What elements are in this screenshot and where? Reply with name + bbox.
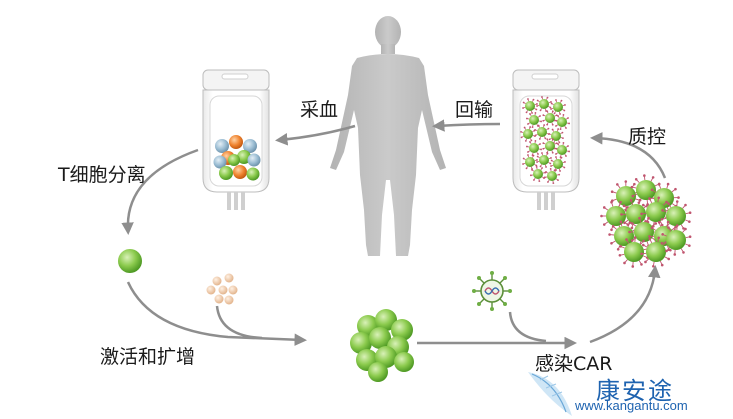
label-activation-expansion: 激活和扩增 bbox=[100, 346, 196, 368]
arrow-to-qc bbox=[589, 265, 661, 344]
kangantu-logo-icon bbox=[528, 372, 572, 416]
arrow-virus-merge bbox=[508, 311, 547, 343]
car-t-cell-icon bbox=[542, 110, 558, 126]
arrow-collect bbox=[275, 124, 356, 146]
label-car-transduction: 感染CAR bbox=[535, 353, 613, 375]
car-t-cell-icon bbox=[522, 98, 538, 114]
human-body-icon bbox=[330, 16, 446, 256]
watermark-brand: 康安途 bbox=[596, 377, 674, 405]
car-t-cell-icon bbox=[553, 141, 571, 159]
expanded-t-cell-cluster-icon bbox=[350, 309, 414, 382]
arrow-activate bbox=[126, 281, 307, 346]
arrow-separate bbox=[121, 148, 199, 235]
car-t-cell-icon bbox=[534, 124, 550, 140]
car-t-cell-icon bbox=[536, 96, 552, 112]
label-quality-control: 质控 bbox=[628, 126, 667, 148]
label-infusion: 回输 bbox=[455, 99, 494, 121]
viral-vector-icon bbox=[472, 271, 512, 311]
arrow-qc-to-bag bbox=[590, 132, 667, 179]
car-t-cell-icon bbox=[553, 113, 571, 131]
car-t-cell-icon bbox=[543, 167, 561, 185]
car-t-cluster-icon bbox=[600, 174, 692, 268]
car-t-cell-icon bbox=[529, 165, 547, 183]
label-collect-blood: 采血 bbox=[300, 99, 339, 121]
label-t-cell-separation: T细胞分离 bbox=[58, 164, 146, 186]
car-t-cell-icon bbox=[550, 156, 566, 172]
arrow-infuse bbox=[432, 119, 501, 132]
car-t-bag-icon bbox=[512, 69, 580, 210]
car-t-cell-icon bbox=[660, 224, 692, 256]
car-t-cell-icon bbox=[550, 99, 566, 115]
car-t-cell-icon bbox=[522, 154, 538, 170]
car-t-cell-icon bbox=[536, 152, 552, 168]
arrow-bead-merge bbox=[215, 305, 263, 340]
activation-beads-icon bbox=[206, 273, 238, 305]
watermark-url: www.kangantu.com bbox=[575, 398, 688, 413]
car-t-cell-icon bbox=[525, 139, 543, 157]
car-t-cell-icon bbox=[542, 138, 558, 154]
car-t-cell-icon bbox=[548, 128, 564, 144]
blood-bag-icon bbox=[202, 69, 270, 210]
t-cell-icon bbox=[118, 249, 142, 273]
